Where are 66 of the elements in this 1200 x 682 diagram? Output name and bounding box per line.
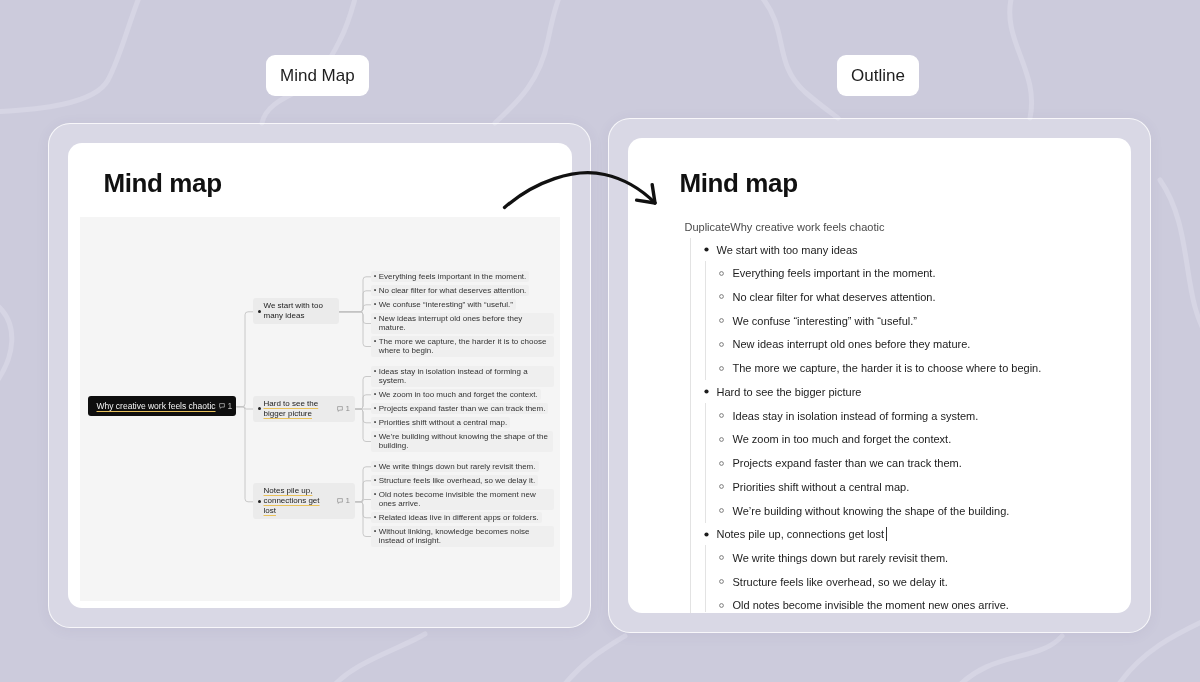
subtopic-text: We confuse “interesting” with “useful.” bbox=[378, 299, 513, 309]
outline-root-text: DuplicateWhy creative work feels chaotic bbox=[684, 219, 885, 234]
topic-text: We start with too many ideas bbox=[263, 301, 324, 322]
topic-pill bbox=[252, 395, 355, 422]
subtopic-text: Structure feels like overhead, so we delay it. bbox=[378, 475, 536, 485]
subtopic-text: Everything feels important in the moment. bbox=[378, 271, 527, 281]
outline-subitem: Ideas stay in isolation instead of forming a system. bbox=[732, 408, 979, 423]
view-label: Outline bbox=[837, 55, 919, 96]
outline-subitem: We zoom in too much and forget the context. bbox=[732, 432, 952, 447]
subtopic-text: We write things down but rarely revisit them. bbox=[378, 461, 536, 471]
subtopic-text: Related ideas live in different apps or folders. bbox=[378, 512, 539, 522]
outline-subitem: No clear filter for what deserves attention. bbox=[732, 289, 936, 304]
outline-subitem: We’re building without knowing the shape of the building. bbox=[732, 503, 1010, 518]
subtopic-row bbox=[370, 388, 541, 400]
subtopic-text: We zoom in too much and forget the context. bbox=[378, 389, 538, 399]
outline-item: We start with too many ideas bbox=[716, 242, 858, 257]
topic-pill bbox=[252, 298, 339, 325]
subtopic-row bbox=[370, 312, 554, 334]
outline-subitem: We confuse “interesting” with “useful.” bbox=[732, 313, 917, 328]
subtopic-text: Ideas stay in isolation instead of forming a system. bbox=[378, 366, 529, 386]
subtopic-row bbox=[370, 270, 530, 282]
subtopic-text: We’re building without knowing the shape of the building. bbox=[378, 431, 549, 451]
comment-count: 1 bbox=[345, 496, 350, 507]
outline-subitem: Projects expand faster than we can track them. bbox=[732, 456, 962, 471]
outline-subitem: Structure feels like overhead, so we delay it. bbox=[732, 574, 948, 589]
subtopic-row bbox=[370, 430, 553, 452]
subtopic-text: New ideas interrupt old ones before they mature. bbox=[378, 313, 524, 333]
subtopic-text: The more we capture, the harder it is to choose where to begin. bbox=[378, 336, 548, 356]
root-topic-box bbox=[87, 396, 237, 417]
subtopic-row bbox=[370, 335, 554, 357]
outline-subitem: We write things down but rarely revisit them. bbox=[732, 551, 949, 565]
subtopic-row bbox=[370, 488, 554, 510]
outline-subitem: Priorities shift without a central map. bbox=[732, 479, 910, 494]
topic-text: Notes pile up, connections get lost bbox=[263, 486, 321, 517]
outline-subitem: Old notes become invisible the moment new ones arrive. bbox=[732, 598, 1009, 613]
subtopic-row bbox=[370, 298, 516, 310]
branch-line bbox=[235, 405, 253, 502]
subtopic-text: Projects expand faster than we can track them. bbox=[378, 403, 546, 413]
curved-arrow bbox=[502, 171, 657, 210]
page-title: Mind map bbox=[679, 167, 798, 198]
outline-item: Notes pile up, connections get lost bbox=[716, 527, 885, 542]
comment-count: 1 bbox=[345, 403, 350, 414]
topic-text: Why creative work feels chaotic bbox=[96, 401, 216, 412]
subtopic-row bbox=[370, 525, 554, 547]
subtopic-row bbox=[370, 511, 542, 523]
outline-subitem: The more we capture, the harder it is to choose where to begin. bbox=[732, 361, 1042, 376]
subtopic-text: Without linking, knowledge becomes noise instead of insight. bbox=[378, 526, 531, 546]
subtopic-text: No clear filter for what deserves attention. bbox=[378, 285, 527, 295]
outline-item: Hard to see the bigger picture bbox=[716, 384, 862, 399]
subtopic-row bbox=[370, 416, 511, 428]
subtopic-row bbox=[370, 474, 539, 486]
outline-subitem: Everything feels important in the moment. bbox=[732, 266, 936, 281]
page-title: Mind map bbox=[103, 167, 222, 198]
subtopic-row bbox=[370, 402, 549, 414]
view-label: Mind Map bbox=[266, 55, 369, 96]
subtopic-row bbox=[370, 365, 554, 387]
branch-line bbox=[338, 310, 371, 347]
mind-map-canvas bbox=[79, 216, 560, 601]
outline-subitem: New ideas interrupt old ones before they mature. bbox=[732, 337, 971, 352]
subtopic-row bbox=[370, 460, 539, 472]
subtopic-text: Priorities shift without a central map. bbox=[378, 417, 508, 427]
subtopic-text: Old notes become invisible the moment new ones arrive. bbox=[378, 489, 537, 509]
comment-count: 1 bbox=[227, 401, 233, 412]
topic-text: Hard to see the bigger picture bbox=[263, 398, 320, 419]
topic-pill bbox=[252, 483, 355, 520]
subtopic-row bbox=[370, 284, 530, 296]
